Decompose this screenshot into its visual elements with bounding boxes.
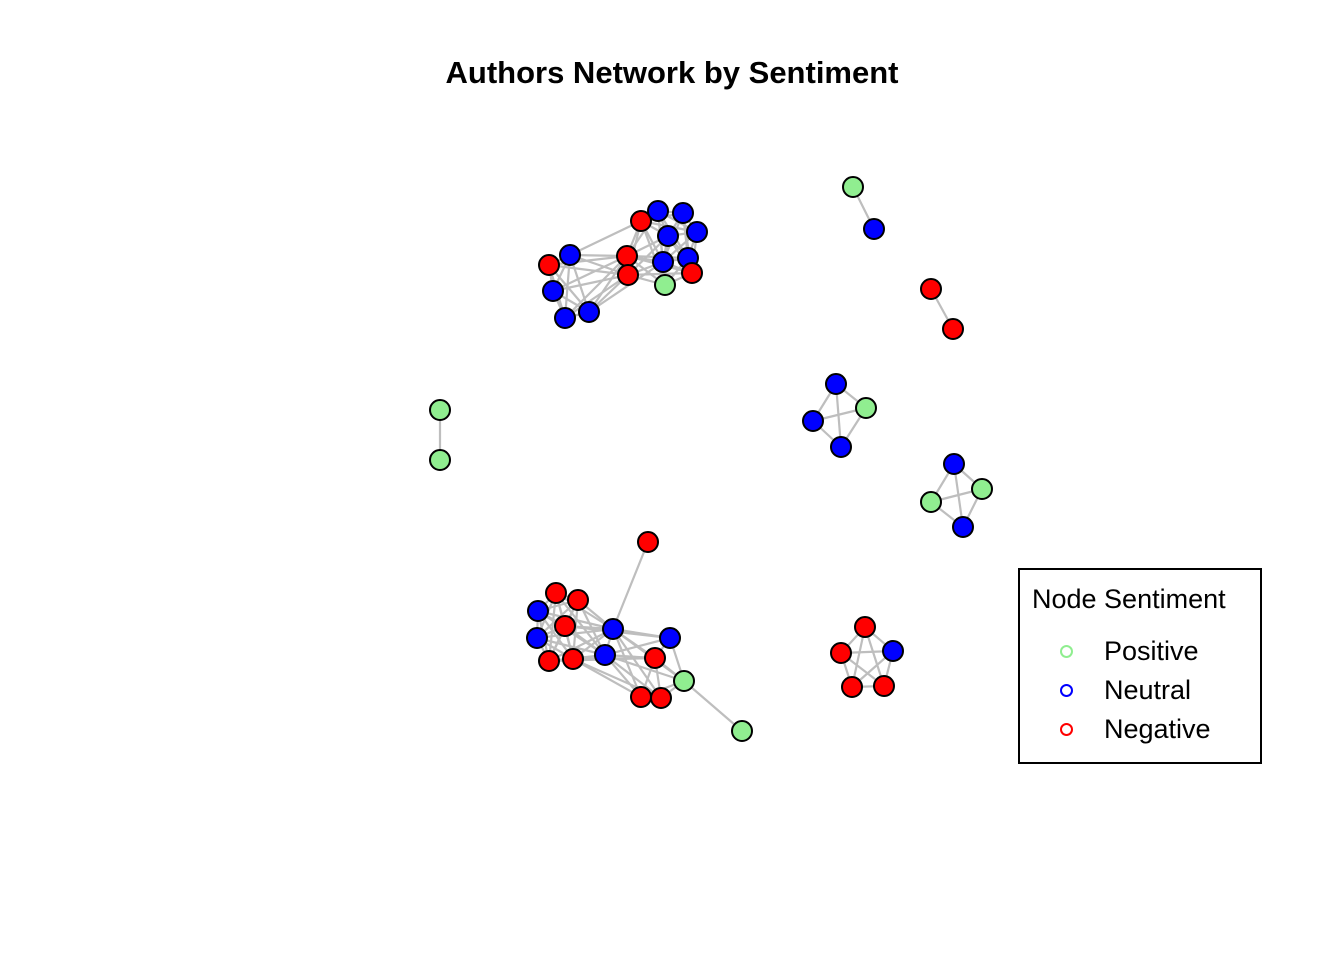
legend-title: Node Sentiment — [1032, 584, 1226, 614]
network-edge — [571, 657, 643, 699]
network-node-positive[interactable] — [920, 491, 942, 513]
network-edge — [603, 653, 663, 700]
network-node-negative[interactable] — [920, 278, 942, 300]
legend-item-label: Positive — [1104, 635, 1199, 666]
network-node-neutral[interactable] — [686, 221, 708, 243]
network-node-negative[interactable] — [644, 647, 666, 669]
legend-item-label: Neutral — [1104, 674, 1192, 705]
network-node-neutral[interactable] — [825, 373, 847, 395]
network-node-neutral[interactable] — [882, 640, 904, 662]
network-node-positive[interactable] — [855, 397, 877, 419]
network-node-positive[interactable] — [971, 478, 993, 500]
network-edge — [603, 653, 686, 683]
legend-item-positive[interactable]: Positive — [1060, 632, 1199, 670]
network-node-neutral[interactable] — [659, 627, 681, 649]
network-edge — [563, 273, 630, 320]
network-node-neutral[interactable] — [657, 225, 679, 247]
positive-sentiment-icon — [1060, 644, 1073, 658]
network-node-negative[interactable] — [538, 254, 560, 276]
network-node-neutral[interactable] — [554, 307, 576, 329]
network-edge — [568, 219, 643, 257]
network-node-neutral[interactable] — [542, 280, 564, 302]
network-node-negative[interactable] — [873, 675, 895, 697]
network-node-negative[interactable] — [637, 531, 659, 553]
network-edge — [587, 254, 629, 314]
network-node-neutral[interactable] — [602, 618, 624, 640]
network-edge — [547, 627, 615, 663]
network-node-negative[interactable] — [567, 589, 589, 611]
network-node-neutral[interactable] — [830, 436, 852, 458]
network-node-neutral[interactable] — [863, 218, 885, 240]
network-node-negative[interactable] — [854, 616, 876, 638]
network-node-negative[interactable] — [617, 264, 639, 286]
network-node-neutral[interactable] — [594, 644, 616, 666]
network-node-neutral[interactable] — [672, 202, 694, 224]
network-edge — [563, 254, 629, 320]
network-node-positive[interactable] — [842, 176, 864, 198]
network-edge — [536, 609, 615, 631]
network-node-negative[interactable] — [830, 642, 852, 664]
legend-panel: Node Sentiment Positive Neutral Negative — [1018, 568, 1262, 764]
network-edge — [611, 540, 650, 631]
page-title: Authors Network by Sentiment — [445, 55, 899, 90]
network-edge — [551, 273, 630, 293]
node-layer — [429, 176, 993, 742]
network-edge — [611, 627, 663, 700]
network-node-neutral[interactable] — [526, 627, 548, 649]
network-node-negative[interactable] — [942, 318, 964, 340]
network-edge — [603, 636, 672, 657]
network-node-positive[interactable] — [731, 720, 753, 742]
network-edge — [535, 636, 607, 657]
network-edge — [535, 627, 615, 640]
legend-item-label: Negative — [1104, 713, 1211, 744]
network-node-negative[interactable] — [562, 648, 584, 670]
network-node-negative[interactable] — [554, 615, 576, 637]
network-node-neutral[interactable] — [652, 251, 674, 273]
network-edge — [551, 254, 629, 293]
legend-item-negative[interactable]: Negative — [1060, 710, 1211, 748]
negative-sentiment-icon — [1060, 722, 1073, 736]
network-node-neutral[interactable] — [943, 453, 965, 475]
network-node-positive[interactable] — [429, 399, 451, 421]
network-node-neutral[interactable] — [647, 200, 669, 222]
network-node-neutral[interactable] — [527, 600, 549, 622]
network-node-negative[interactable] — [538, 650, 560, 672]
network-edge — [547, 591, 558, 663]
network-node-negative[interactable] — [616, 245, 638, 267]
network-edge — [682, 679, 744, 733]
neutral-sentiment-icon — [1060, 683, 1073, 697]
network-node-neutral[interactable] — [952, 516, 974, 538]
legend-item-neutral[interactable]: Neutral — [1060, 671, 1191, 709]
network-node-negative[interactable] — [630, 686, 652, 708]
network-node-neutral[interactable] — [559, 244, 581, 266]
network-node-negative[interactable] — [545, 582, 567, 604]
network-node-neutral[interactable] — [802, 410, 824, 432]
network-node-positive[interactable] — [673, 670, 695, 692]
network-node-positive[interactable] — [429, 449, 451, 471]
network-edge — [587, 260, 665, 314]
network-node-neutral[interactable] — [578, 301, 600, 323]
network-node-negative[interactable] — [630, 210, 652, 232]
network-node-negative[interactable] — [650, 687, 672, 709]
network-node-negative[interactable] — [681, 262, 703, 284]
network-edge — [639, 219, 667, 287]
network-node-negative[interactable] — [841, 676, 863, 698]
network-node-positive[interactable] — [654, 274, 676, 296]
